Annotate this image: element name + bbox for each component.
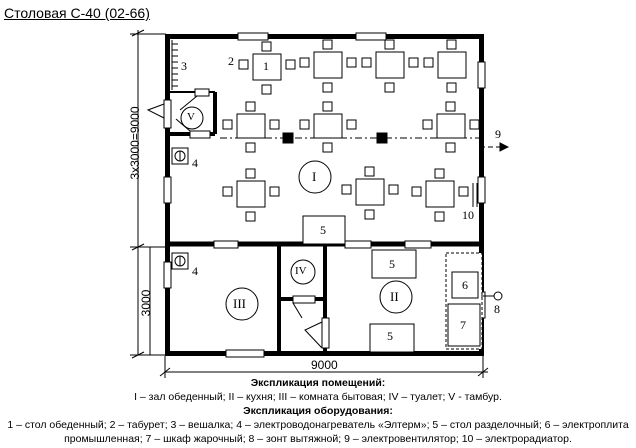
equipment-label-table: 1 bbox=[263, 59, 269, 73]
room-label-kitchen: II bbox=[390, 289, 399, 304]
kitchen-equipment bbox=[445, 252, 503, 350]
equipment-label-stool: 2 bbox=[228, 54, 234, 68]
dimension-lines bbox=[130, 29, 489, 378]
equipment-label-serving-kitchen-bottom: 5 bbox=[387, 329, 393, 343]
equipment-label-stove: 6 bbox=[462, 278, 468, 292]
equipment-label-fan: 9 bbox=[495, 127, 501, 141]
explication-equipment-line2: промышленная; 7 – шкаф жарочный; 8 – зон… bbox=[64, 433, 572, 445]
serving-tables bbox=[302, 215, 417, 353]
dining-table bbox=[299, 39, 357, 93]
dining-table bbox=[222, 101, 280, 153]
room-label-hall: I bbox=[312, 169, 317, 184]
dining-table bbox=[411, 168, 469, 222]
water-heater-icon bbox=[171, 147, 189, 270]
hanger-icon bbox=[171, 40, 178, 90]
equipment-label-heater-bottom: 4 bbox=[192, 264, 198, 278]
doors bbox=[146, 88, 330, 349]
page-title: Столовая С-40 (02-66) bbox=[4, 5, 150, 21]
equipment-label-radiator: 10 bbox=[462, 208, 474, 222]
dining-table bbox=[222, 168, 280, 222]
explication-equipment-header: Экспликация оборудования: bbox=[243, 405, 393, 417]
radiator-icon bbox=[472, 183, 478, 207]
room-label-household: III bbox=[233, 296, 246, 311]
dining-table bbox=[423, 39, 467, 93]
explication-equipment-line1: 1 – стол обеденный; 2 – табурет; 3 – веш… bbox=[7, 419, 629, 431]
explication-rooms-text: I – зал обеденный; II – кухня; III – ком… bbox=[134, 391, 502, 403]
dining-table bbox=[299, 101, 357, 153]
dimension-left-bottom: 3000 bbox=[139, 289, 153, 317]
room-label-toilet: IV bbox=[295, 265, 307, 277]
dimension-left-top: 3x3000=9000 bbox=[128, 106, 142, 180]
equipment-label-hood: 8 bbox=[494, 302, 500, 316]
explication-rooms-header: Экспликация помещений: bbox=[250, 377, 386, 389]
room-label-vestibule: V bbox=[187, 111, 195, 123]
equipment-label-hanger: 3 bbox=[181, 59, 187, 73]
dimension-total-width: 9000 bbox=[311, 358, 338, 372]
equipment-label-serving-hall: 5 bbox=[320, 223, 326, 237]
dining-table bbox=[361, 39, 419, 93]
dining-tables bbox=[222, 39, 480, 222]
room-markers bbox=[180, 106, 413, 321]
fan-line bbox=[220, 132, 510, 152]
equipment-label-oven: 7 bbox=[460, 318, 466, 332]
dining-table bbox=[238, 41, 296, 95]
dining-table bbox=[422, 101, 480, 153]
equipment-label-heater-top: 4 bbox=[192, 156, 198, 170]
equipment-label-serving-kitchen-top: 5 bbox=[389, 257, 395, 271]
dining-table bbox=[341, 166, 399, 220]
